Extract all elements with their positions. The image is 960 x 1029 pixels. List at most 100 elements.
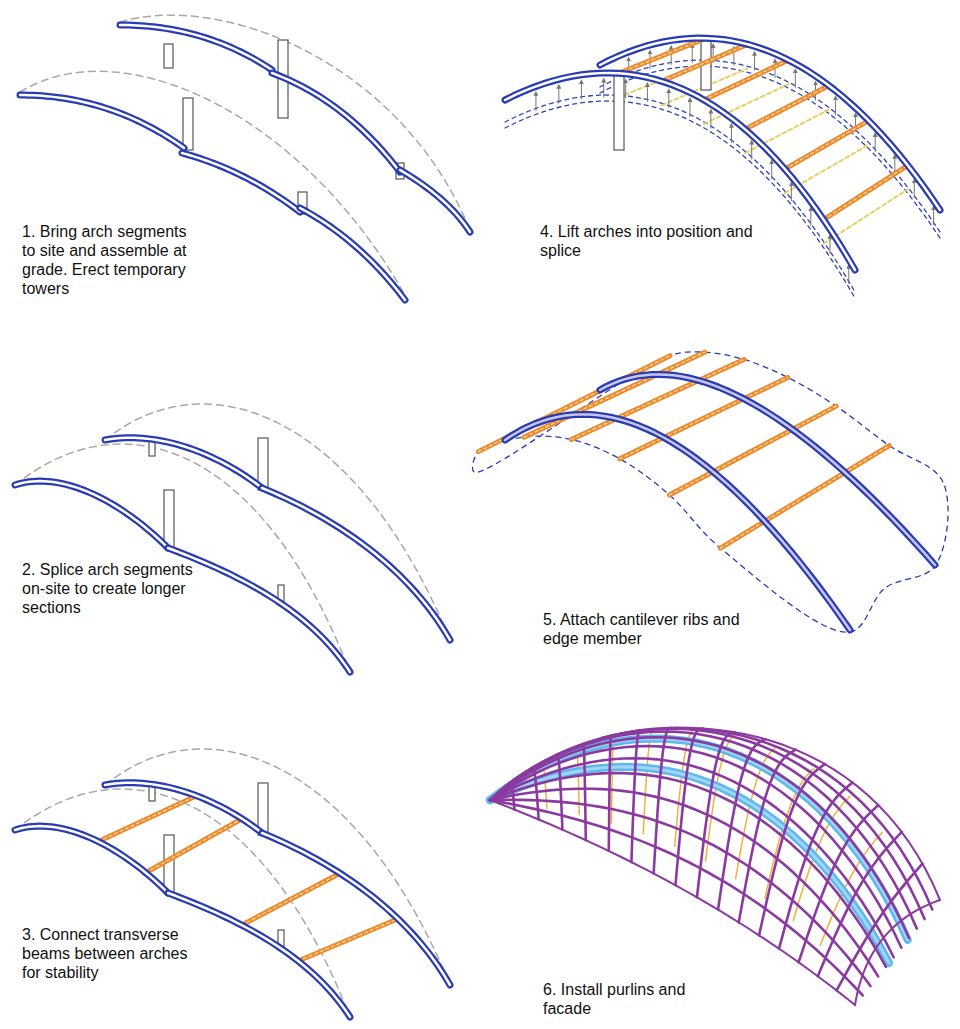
arch-segment-inner xyxy=(505,414,850,630)
step-4-sketch xyxy=(505,38,940,298)
arch-inner xyxy=(490,767,889,963)
purlin xyxy=(490,737,909,938)
arch-segment-inner xyxy=(168,893,350,1017)
lift-arrow xyxy=(835,98,836,115)
transverse-beam xyxy=(824,165,908,219)
purlin xyxy=(609,736,612,851)
purlin xyxy=(583,744,586,840)
transverse-beam xyxy=(242,873,340,925)
transverse-beam xyxy=(298,919,398,961)
arch-segment xyxy=(168,548,350,672)
truss-web xyxy=(785,121,869,169)
final-arch-outline xyxy=(120,15,470,230)
arch-segment-inner xyxy=(120,25,272,70)
lift-arrow xyxy=(625,81,626,98)
arch-segment-inner xyxy=(505,73,855,270)
transverse-beam xyxy=(524,352,704,437)
facade-edge xyxy=(490,800,855,1005)
arch-segment-inner xyxy=(272,73,400,172)
arch-segment-inner xyxy=(262,488,450,640)
truss-web xyxy=(242,873,340,925)
lift-arrow xyxy=(754,53,755,70)
temporary-tower xyxy=(164,490,174,548)
arch-segment-inner xyxy=(182,153,300,212)
arch-segment xyxy=(182,153,300,212)
lift-arrow xyxy=(603,80,604,97)
previous-beam-position xyxy=(745,110,829,154)
facade-edge xyxy=(490,728,940,900)
step-caption: 5. Attach cantilever ribs and edge membe… xyxy=(543,610,778,648)
lift-arrow xyxy=(771,162,772,179)
step-caption: 3. Connect transverse beams between arch… xyxy=(22,925,190,982)
temporary-tower xyxy=(164,44,173,68)
step-caption: 6. Install purlins and facade xyxy=(543,980,733,1018)
truss-web xyxy=(98,796,196,842)
arch-segment xyxy=(262,488,450,640)
lift-arrow xyxy=(810,209,811,226)
arch-segment-inner xyxy=(15,481,168,548)
arch-segment xyxy=(400,170,470,232)
purlin xyxy=(490,729,925,919)
truss-web xyxy=(745,86,829,130)
arch-segment xyxy=(168,893,350,1017)
truss-web xyxy=(662,44,748,81)
lift-arrow xyxy=(791,184,792,201)
arch-segment xyxy=(505,73,855,270)
arch-segment xyxy=(105,438,262,488)
arch-segment-inner xyxy=(400,170,470,232)
step-caption: 1. Bring arch segments to site and assem… xyxy=(22,222,202,298)
step-caption: 2. Splice arch segments on-site to creat… xyxy=(22,560,194,617)
purlin xyxy=(490,732,917,929)
arch-segment-inner xyxy=(262,833,450,985)
arch-segment xyxy=(105,783,262,833)
truss-web xyxy=(704,60,789,100)
lift-arrow xyxy=(848,266,849,283)
lift-arrow xyxy=(731,125,732,142)
step-caption: 4. Lift arches into position and splice xyxy=(540,222,795,260)
lift-arrow xyxy=(692,45,693,62)
edge-member-outline xyxy=(472,352,948,632)
lift-arrow xyxy=(751,142,752,159)
arch-segment-inner xyxy=(300,208,405,300)
lift-arrow xyxy=(558,86,559,103)
truss-web xyxy=(669,406,836,495)
arch-segment-inner xyxy=(600,38,940,210)
transverse-beam xyxy=(662,44,748,81)
transverse-beam xyxy=(785,121,869,169)
transverse-beam xyxy=(704,60,789,100)
lift-arrow xyxy=(535,93,536,110)
lift-arrow xyxy=(914,181,915,198)
step-5-sketch xyxy=(472,352,948,632)
transverse-beam xyxy=(745,86,829,130)
temporary-tower xyxy=(183,98,193,150)
arch-segment-inner xyxy=(20,95,184,148)
arch-segment-inner xyxy=(105,783,262,833)
arch xyxy=(490,767,889,963)
lift-arrow xyxy=(690,100,691,117)
transverse-beam xyxy=(146,819,242,873)
final-arch-outline xyxy=(15,789,350,1017)
truss-web xyxy=(524,352,704,437)
arch-segment xyxy=(120,25,272,70)
transverse-beam xyxy=(669,406,836,495)
truss-web xyxy=(298,919,398,961)
purlin xyxy=(631,730,641,862)
step-6-sketch xyxy=(490,728,940,1005)
arch-segment-inner xyxy=(168,548,350,672)
arch-segment-inner xyxy=(105,438,262,488)
arch-segment xyxy=(600,374,935,565)
arch-segment xyxy=(262,833,450,985)
lift-arrow xyxy=(647,84,648,101)
arch-segment xyxy=(15,826,168,893)
lift-arrow xyxy=(795,71,796,88)
previous-arch-position xyxy=(505,101,855,298)
step-1-sketch xyxy=(20,15,470,300)
purlin xyxy=(490,746,901,948)
lift-arrow xyxy=(581,82,582,99)
purlin xyxy=(556,755,562,830)
final-arch-outline xyxy=(15,444,350,672)
step-2-sketch xyxy=(15,404,450,672)
lift-arrow xyxy=(668,91,669,108)
